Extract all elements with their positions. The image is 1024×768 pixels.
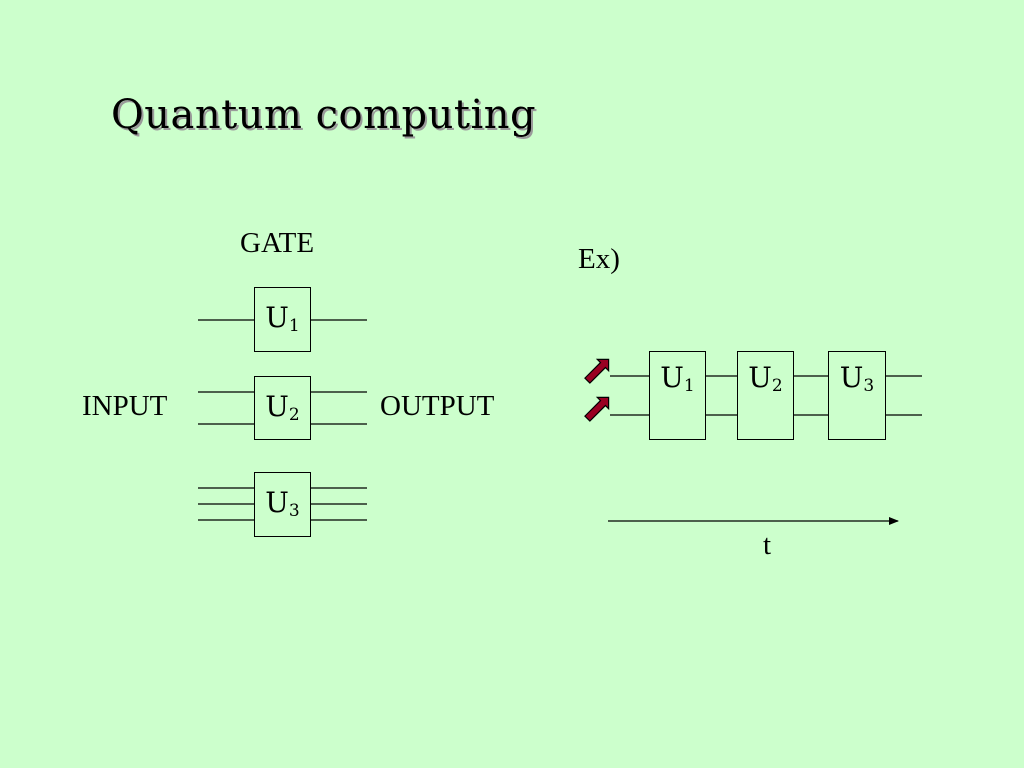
output-label: OUTPUT (380, 390, 495, 422)
gate-box-u3: U3 (254, 472, 311, 537)
qubit-state-arrows (584, 358, 610, 422)
gate-label-u2-chain: U2 (748, 361, 783, 396)
gate-label-u1: U1 (265, 301, 300, 336)
gate-label-u1-chain: U1 (660, 361, 695, 396)
gate-label-u2: U2 (265, 389, 300, 425)
input-label: INPUT (82, 390, 168, 422)
time-label: t (763, 529, 772, 561)
gate-box-u3-chain: U3 (828, 351, 886, 440)
page-title: Quantum computing (111, 92, 537, 138)
qubit-arrow-icon (584, 358, 610, 384)
gate-box-u1: U1 (254, 287, 311, 352)
gate-box-u2-chain: U2 (737, 351, 794, 440)
example-label: Ex) (578, 243, 620, 275)
gate-label: GATE (240, 227, 315, 259)
gate-box-u1-chain: U1 (649, 351, 706, 440)
gate-label-u3-chain: U3 (839, 361, 875, 396)
gate-box-u2: U2 (254, 376, 311, 440)
gate-label-u3: U3 (265, 486, 300, 521)
qubit-arrow-icon (584, 396, 610, 422)
